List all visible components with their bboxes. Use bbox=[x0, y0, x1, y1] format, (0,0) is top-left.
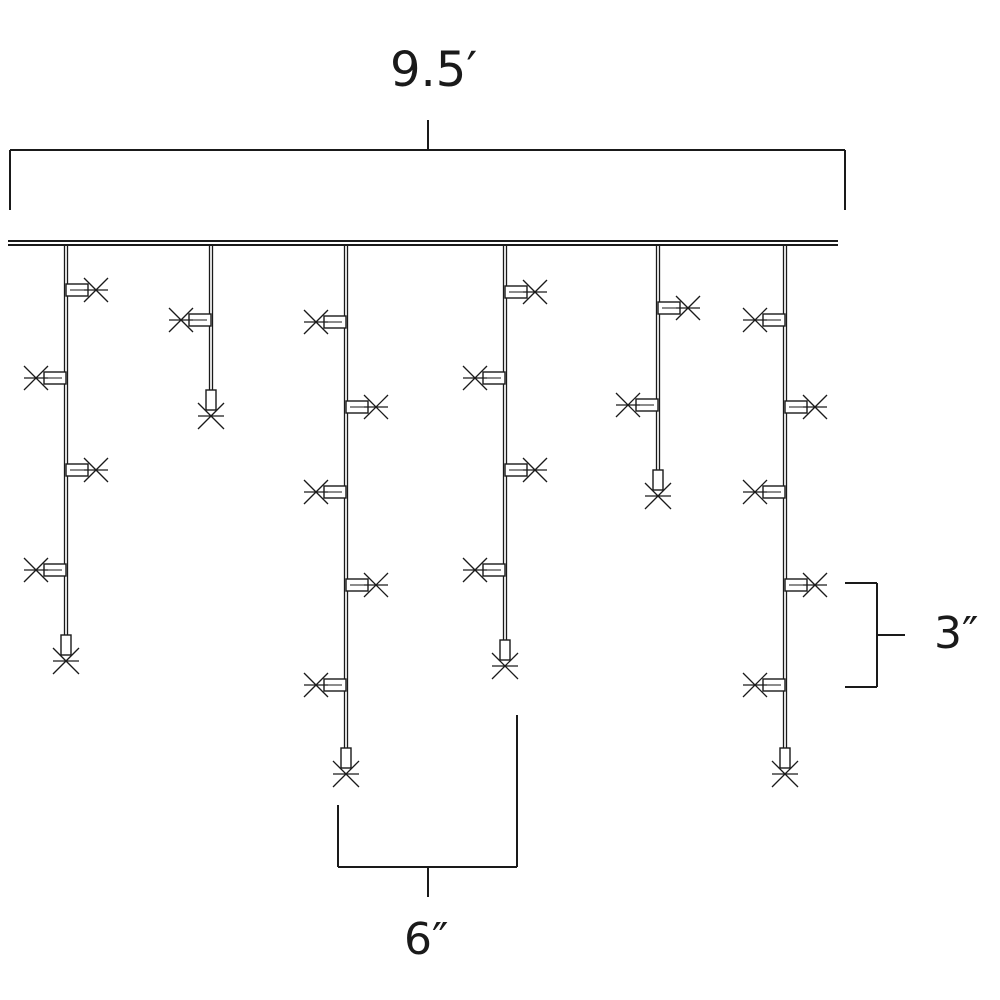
bulb bbox=[303, 309, 347, 335]
bulb bbox=[462, 365, 506, 391]
bulb bbox=[345, 394, 389, 420]
bulb bbox=[303, 672, 347, 698]
bulb bbox=[168, 307, 212, 333]
bulb bbox=[615, 392, 659, 418]
strand-4 bbox=[462, 245, 548, 680]
strand-3 bbox=[303, 245, 389, 788]
end-bulb bbox=[491, 639, 519, 680]
end-bulb bbox=[644, 469, 672, 510]
bulb bbox=[742, 307, 786, 333]
bulb-spacing-bracket bbox=[845, 582, 905, 688]
overall-width-label: 9.5′ bbox=[390, 42, 478, 98]
strand-2 bbox=[168, 245, 225, 430]
bulb bbox=[462, 557, 506, 583]
bulb-spacing-label: 3″ bbox=[934, 608, 979, 659]
end-bulb bbox=[771, 747, 799, 788]
strand-spacing-label: 6″ bbox=[404, 914, 449, 965]
bulb bbox=[65, 277, 109, 303]
bulb bbox=[345, 572, 389, 598]
width-bracket bbox=[9, 120, 846, 210]
bulb bbox=[784, 572, 828, 598]
bulb bbox=[657, 295, 701, 321]
bulb bbox=[784, 394, 828, 420]
strand-6 bbox=[742, 245, 828, 788]
light-strands bbox=[23, 245, 828, 788]
bulb bbox=[504, 457, 548, 483]
end-bulb bbox=[332, 747, 360, 788]
strand-spacing-bracket bbox=[337, 715, 518, 897]
bulb bbox=[742, 479, 786, 505]
bulb bbox=[23, 365, 67, 391]
bulb bbox=[742, 672, 786, 698]
strand-1 bbox=[23, 245, 109, 675]
bulb bbox=[303, 479, 347, 505]
main-wire bbox=[8, 240, 838, 246]
bulb bbox=[65, 457, 109, 483]
end-bulb bbox=[52, 634, 80, 675]
bulb bbox=[23, 557, 67, 583]
strand-5 bbox=[615, 245, 701, 510]
bulb bbox=[504, 279, 548, 305]
end-bulb bbox=[197, 389, 225, 430]
